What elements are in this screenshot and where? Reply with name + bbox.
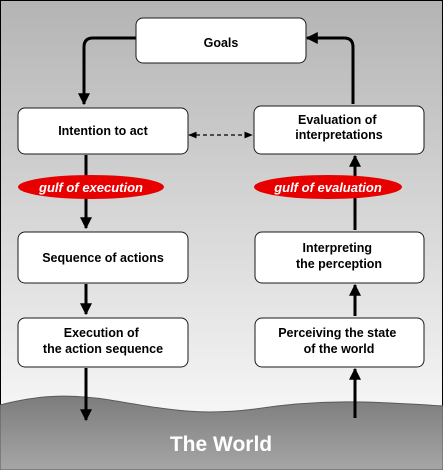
node-goals-line-1: Goals — [204, 36, 239, 50]
node-intention: Intention to act — [17, 107, 189, 155]
edge-goals-to-intention — [78, 36, 136, 106]
svg-text:Perceiving the state of: Perceiving the state of the world — [278, 326, 400, 356]
node-evaluation: Evaluation of interpretations — [253, 105, 425, 155]
gulf-execution-label: gulf of execution — [38, 180, 143, 195]
gulf-execution-badge: gulf of execution — [18, 175, 164, 199]
node-interpreting: Interpreting the perception — [254, 231, 425, 284]
svg-text:Interpreting the percept: Interpreting the perception — [296, 241, 382, 271]
svg-text:Goals: Goals — [204, 36, 239, 50]
svg-text:Execution of the action: Execution of the action sequence — [43, 326, 163, 356]
node-execution: Execution of the action sequence — [17, 317, 189, 368]
gulf-evaluation-label: gulf of evaluation — [273, 180, 382, 195]
gulf-evaluation-badge: gulf of evaluation — [254, 175, 402, 199]
node-interpreting-line-1: Interpreting — [303, 241, 372, 255]
edge-evaluation-to-goals — [305, 32, 355, 104]
node-sequence-line-1: Sequence of actions — [42, 251, 164, 265]
svg-text:Sequence of actions: Sequence of actions — [42, 251, 164, 265]
node-execution-line-1: Execution of — [64, 326, 140, 340]
node-goals: Goals — [135, 17, 307, 64]
node-perceiving: Perceiving the state of the world — [254, 317, 425, 368]
node-interpreting-line-2: the perception — [296, 257, 382, 271]
node-evaluation-line-2: interpretations — [295, 128, 383, 142]
svg-text:Intention to act: Intention to act — [58, 124, 148, 138]
node-perceiving-line-2: of the world — [304, 342, 375, 356]
node-perceiving-line-1: Perceiving the state — [278, 326, 396, 340]
node-sequence: Sequence of actions — [17, 231, 189, 284]
world-wave — [0, 395, 443, 470]
node-intention-line-1: Intention to act — [58, 124, 148, 138]
world-label: The World — [170, 433, 272, 456]
svg-text:Evaluation of interpreta: Evaluation of interpretations — [295, 113, 383, 142]
node-evaluation-line-1: Evaluation of — [298, 113, 377, 127]
node-execution-line-2: the action sequence — [43, 342, 163, 356]
